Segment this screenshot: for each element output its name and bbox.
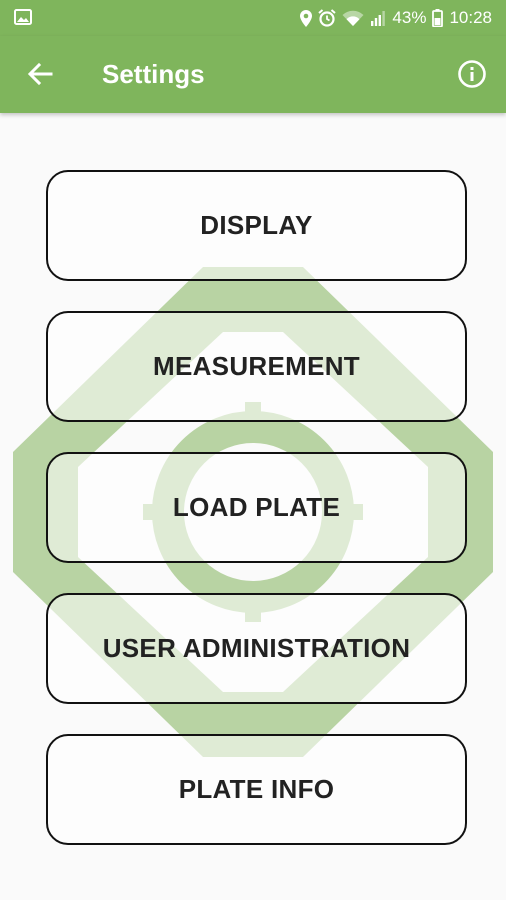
- signal-icon: [371, 11, 386, 26]
- page-title: Settings: [102, 59, 205, 89]
- alarm-icon: [318, 9, 337, 27]
- gallery-icon: [14, 9, 32, 25]
- info-icon: [458, 60, 486, 88]
- status-indicators: 43% 10:28: [300, 0, 492, 36]
- display-button[interactable]: DISPLAY: [46, 170, 467, 281]
- info-button[interactable]: [454, 56, 490, 92]
- display-button-label: DISPLAY: [200, 210, 313, 240]
- plate-info-button[interactable]: PLATE INFO: [46, 734, 467, 845]
- plate-info-button-label: PLATE INFO: [178, 774, 335, 804]
- status-bar: 43% 10:28: [0, 0, 506, 36]
- measurement-button[interactable]: MEASUREMENT: [46, 311, 467, 422]
- location-icon: [300, 9, 313, 27]
- arrow-left-icon: [27, 62, 53, 86]
- load-plate-button[interactable]: LOAD PLATE: [46, 452, 467, 563]
- load-plate-button-label: LOAD PLATE: [172, 492, 341, 522]
- battery-percent: 43%: [392, 8, 427, 27]
- back-button[interactable]: [22, 56, 58, 92]
- wifi-icon: [342, 10, 364, 26]
- user-administration-button-label: USER ADMINISTRATION: [102, 633, 411, 663]
- settings-menu: DISPLAY MEASUREMENT LOAD PLATE USER ADMI…: [46, 170, 467, 875]
- app-bar: Settings: [0, 36, 506, 113]
- battery-icon: [432, 9, 444, 27]
- measurement-button-label: MEASUREMENT: [153, 351, 360, 381]
- user-administration-button[interactable]: USER ADMINISTRATION: [46, 593, 467, 704]
- clock: 10:28: [449, 8, 492, 27]
